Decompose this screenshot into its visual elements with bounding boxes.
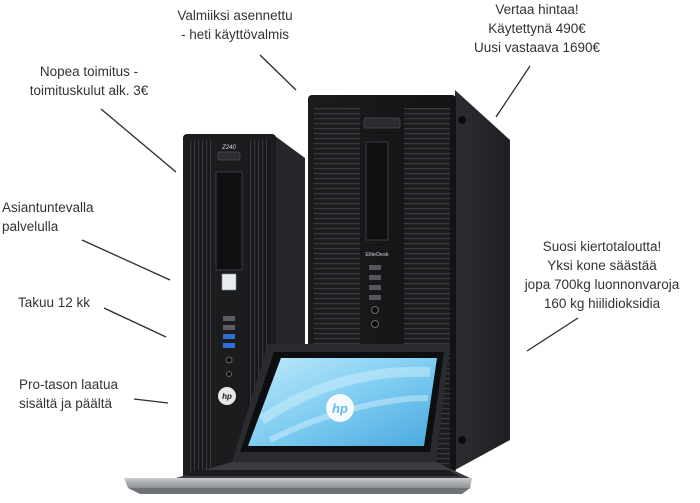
callout-quality-line-2: sisältä ja päältä (19, 396, 113, 411)
callout-warranty-line-1: Takuu 12 kk (18, 295, 91, 310)
intel-sticker (221, 273, 237, 291)
sff-hp-logo (218, 387, 236, 405)
callout-eco-line-3: jopa 700kg luonnonvaroja (524, 277, 680, 292)
callout-service-line-2: palvelulla (2, 219, 59, 234)
callout-quality-line-1: Pro-tason laatua (19, 377, 119, 392)
leader-ready (259, 54, 297, 91)
tower-model-label: EliteDesk (365, 252, 388, 258)
callout-ready: Valmiiksi asennettu - heti käyttövalmis (170, 6, 300, 44)
laptop: hp (124, 344, 472, 494)
laptop-base (124, 478, 472, 488)
leader-shipping (100, 108, 177, 173)
callout-ready-line-1: Valmiiksi asennettu (177, 8, 293, 23)
callout-price-line-2: Käytettynä 490€ (488, 21, 586, 36)
leader-eco (526, 317, 579, 352)
optical-drive-bay (365, 141, 389, 241)
callout-eco-line-1: Suosi kiertotaloutta! (542, 239, 662, 254)
callout-eco-line-4: 160 kg hiilidioksidia (543, 296, 661, 311)
leader-warranty (103, 307, 167, 338)
callout-shipping-line-2: toimituskulut alk. 3€ (29, 83, 149, 98)
callout-eco: Suosi kiertotaloutta! Yksi kone säästää … (512, 237, 692, 313)
tower-side-panel (455, 90, 510, 470)
svg-text:hp: hp (332, 401, 348, 416)
callout-quality: Pro-tason laatua sisältä ja päältä (19, 375, 118, 413)
laptop-hp-logo (326, 394, 354, 422)
callout-eco-line-2: Yksi kone säästää (547, 258, 657, 273)
leader-price (495, 65, 531, 118)
svg-text:hp: hp (222, 392, 232, 401)
sff-model-label: Z240 (221, 145, 236, 151)
callout-shipping-line-1: Nopea toimitus - (39, 64, 139, 79)
leader-quality (133, 398, 169, 404)
callout-price-line-1: Vertaa hintaa! (495, 2, 579, 17)
callout-ready-line-2: - heti käyttövalmis (180, 27, 290, 42)
callout-service-line-1: Asiantuntevalla (2, 200, 94, 215)
sff-drive-bay (215, 171, 243, 271)
callout-service: Asiantuntevalla palvelulla (2, 198, 94, 236)
callout-price-line-3: Uusi vastaava 1690€ (473, 40, 601, 55)
callout-warranty: Takuu 12 kk (18, 293, 90, 312)
leader-service (81, 239, 171, 281)
callout-price: Vertaa hintaa! Käytettynä 490€ Uusi vast… (467, 0, 607, 57)
callout-shipping: Nopea toimitus - toimituskulut alk. 3€ (16, 62, 162, 100)
leader-lines (81, 54, 579, 404)
